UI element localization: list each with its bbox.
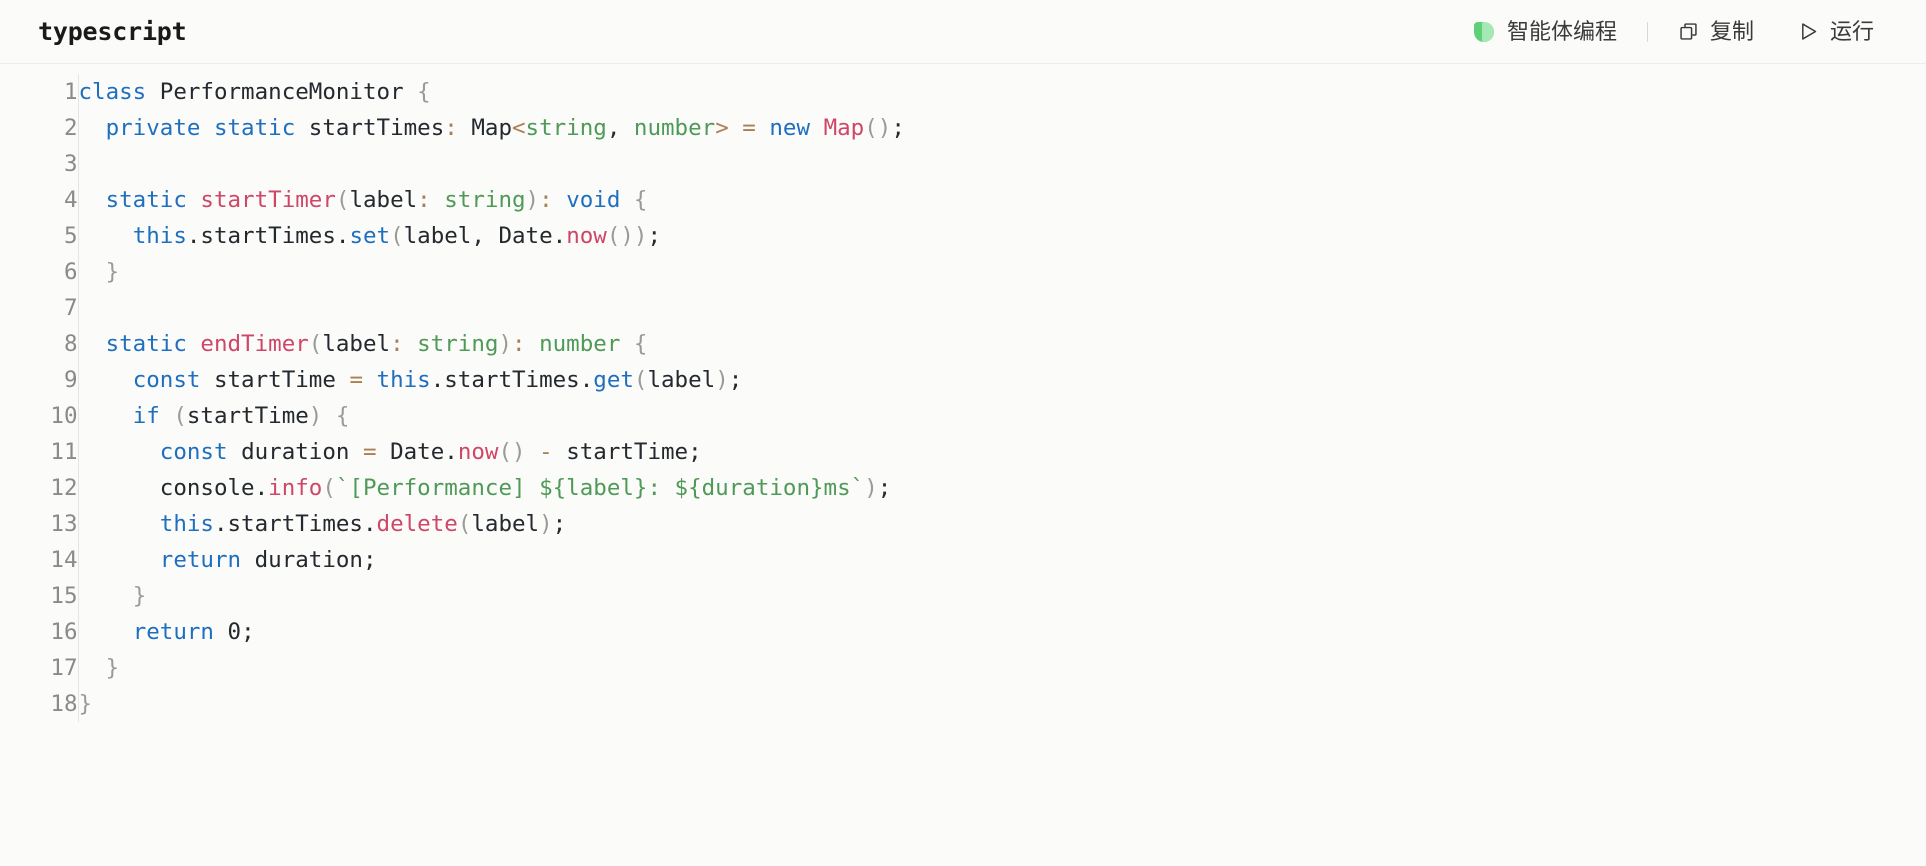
code-line: 4 static startTimer(label: string): void…: [0, 182, 1926, 218]
code-line: 7: [0, 290, 1926, 326]
line-content[interactable]: return 0;: [132, 619, 255, 645]
play-icon: [1798, 21, 1819, 42]
line-number: 7: [0, 290, 79, 326]
line-number: 15: [0, 578, 79, 614]
line-content[interactable]: if (startTime) {: [132, 403, 350, 429]
code-line: 6 }: [0, 254, 1926, 290]
line-content[interactable]: this.startTimes.set(label, Date.now());: [132, 223, 662, 249]
line-number: 5: [0, 218, 79, 254]
code-line: 13 this.startTimes.delete(label);: [0, 506, 1926, 542]
line-content[interactable]: class PerformanceMonitor {: [78, 79, 431, 105]
run-label: 运行: [1829, 18, 1874, 44]
agent-coding-label: 智能体编程: [1506, 18, 1617, 44]
run-button[interactable]: 运行: [1776, 17, 1896, 47]
line-number: 12: [0, 470, 79, 506]
code-line: 8 static endTimer(label: string): number…: [0, 326, 1926, 362]
line-number: 17: [0, 650, 79, 686]
line-number: 14: [0, 542, 79, 578]
line-number: 1: [0, 74, 79, 110]
line-number: 9: [0, 362, 79, 398]
header-divider: [1646, 21, 1648, 42]
line-content[interactable]: static startTimer(label: string): void {: [105, 187, 648, 213]
line-content[interactable]: [78, 146, 1926, 182]
code-line: 10 if (startTime) {: [0, 398, 1926, 434]
line-number: 8: [0, 326, 79, 362]
code-line: 14 return duration;: [0, 542, 1926, 578]
code-line: 17 }: [0, 650, 1926, 686]
line-content[interactable]: private static startTimes: Map<string, n…: [105, 115, 905, 141]
line-number: 13: [0, 506, 79, 542]
code-line: 18}: [0, 686, 1926, 722]
line-number: 3: [0, 146, 79, 182]
code-line: 16 return 0;: [0, 614, 1926, 650]
line-content[interactable]: console.info(`[Performance] ${label}: ${…: [159, 475, 892, 501]
line-content[interactable]: static endTimer(label: string): number {: [105, 331, 648, 357]
line-content[interactable]: const startTime = this.startTimes.get(la…: [132, 367, 743, 393]
line-number: 4: [0, 182, 79, 218]
header-actions: 智能体编程 复制 运行: [1452, 17, 1896, 47]
code-line: 2 private static startTimes: Map<string,…: [0, 110, 1926, 146]
line-number: 2: [0, 110, 79, 146]
line-content[interactable]: }: [132, 583, 147, 609]
line-number: 11: [0, 434, 79, 470]
line-content[interactable]: }: [105, 259, 120, 285]
line-content[interactable]: return duration;: [159, 547, 377, 573]
code-block-header: typescript 智能体编程 复制: [0, 0, 1926, 64]
agent-coding-button[interactable]: 智能体编程: [1452, 17, 1639, 47]
line-number: 16: [0, 614, 79, 650]
line-content[interactable]: this.startTimes.delete(label);: [159, 511, 567, 537]
copy-label: 复制: [1709, 18, 1754, 44]
code-line: 9 const startTime = this.startTimes.get(…: [0, 362, 1926, 398]
line-content[interactable]: }: [105, 655, 120, 681]
code-line: 3: [0, 146, 1926, 182]
line-content[interactable]: }: [78, 691, 93, 717]
code-line: 15 }: [0, 578, 1926, 614]
language-label: typescript: [38, 17, 187, 46]
code-line: 5 this.startTimes.set(label, Date.now())…: [0, 218, 1926, 254]
copy-icon: [1678, 21, 1699, 42]
line-content[interactable]: const duration = Date.now() - startTime;: [159, 439, 702, 465]
code-line: 11 const duration = Date.now() - startTi…: [0, 434, 1926, 470]
code-line: 12 console.info(`[Performance] ${label}:…: [0, 470, 1926, 506]
leaf-icon: [1473, 21, 1496, 43]
line-number: 6: [0, 254, 79, 290]
copy-button[interactable]: 复制: [1656, 17, 1776, 47]
line-number: 18: [0, 686, 79, 722]
line-content[interactable]: [78, 290, 1926, 326]
line-number: 10: [0, 398, 79, 434]
